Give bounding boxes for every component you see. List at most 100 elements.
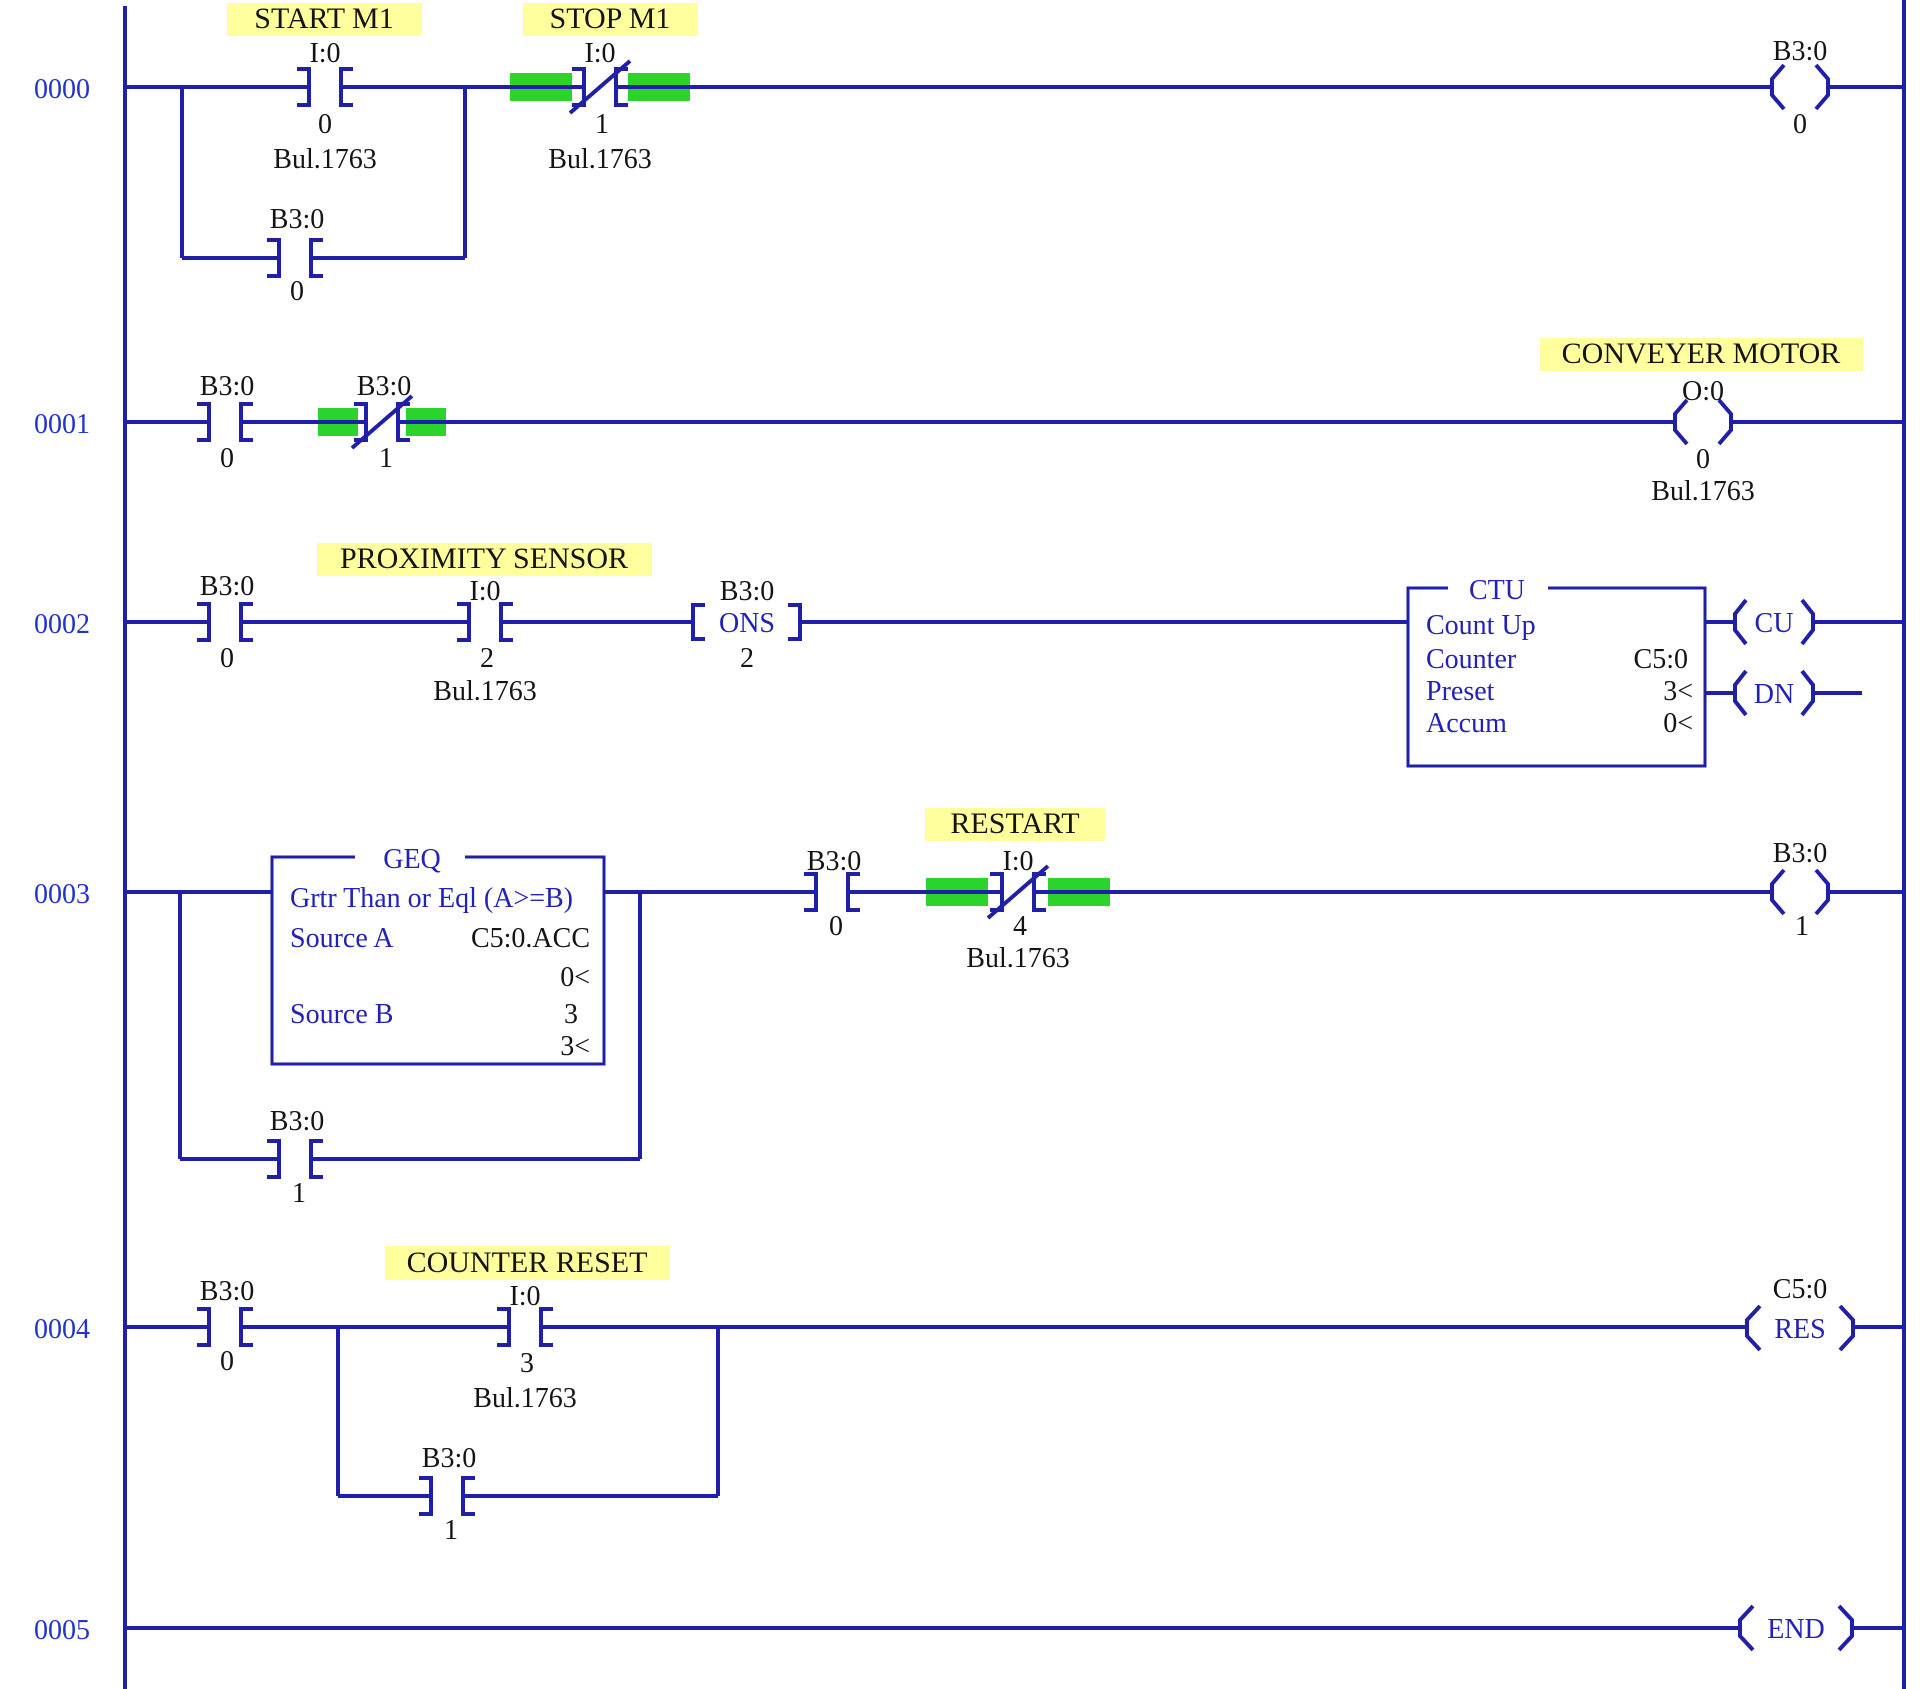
no-contact-start-m1[interactable]: START M1 I:0 0 Bul.1763 xyxy=(227,2,422,175)
end-coil-symbol xyxy=(1738,1604,1854,1652)
coil-address: O:0 xyxy=(1682,376,1724,407)
comment-highlight xyxy=(227,3,422,36)
coil-symbol xyxy=(1770,63,1830,111)
nc-contact-stop-m1[interactable]: STOP M1 I:0 1 Bul.1763 xyxy=(523,2,698,175)
io-card-label: Bul.1763 xyxy=(548,144,651,175)
contact-comment: STOP M1 xyxy=(550,2,671,35)
no-contact-seal-b3-0[interactable]: B3:0 0 xyxy=(267,204,324,307)
io-card-label: Bul.1763 xyxy=(966,943,1069,974)
io-card-label: Bul.1763 xyxy=(473,1383,576,1414)
title-background xyxy=(1448,577,1548,604)
rung-0003-branch-wire xyxy=(178,892,642,1161)
ons-instruction[interactable]: B3:0 ONS 2 xyxy=(691,576,802,674)
rung-number-0005[interactable]: 0005 xyxy=(34,1615,90,1646)
no-contact-branch-b3-1[interactable]: B3:0 1 xyxy=(419,1443,476,1546)
no-contact-symbol xyxy=(419,1476,475,1516)
res-coil-symbol xyxy=(1745,1304,1855,1352)
ctu-title: CTU xyxy=(1469,575,1525,606)
contact-comment: START M1 xyxy=(254,2,393,35)
nc-contact-restart[interactable]: RESTART I:0 4 Bul.1763 xyxy=(925,807,1105,974)
contact-bit: 0 xyxy=(290,276,304,307)
output-coil-b3-0[interactable]: B3:0 0 xyxy=(1770,36,1830,140)
no-contact-symbol xyxy=(267,238,323,278)
no-contact-b3-0[interactable]: B3:0 0 xyxy=(804,846,861,942)
contact-comment: RESTART xyxy=(950,807,1079,840)
comment-highlight xyxy=(385,1246,670,1280)
geq-source-a-value: C5:0.ACC xyxy=(471,923,590,954)
comment-highlight xyxy=(925,808,1105,841)
no-contact-counter-reset[interactable]: COUNTER RESET I:0 3 Bul.1763 xyxy=(385,1246,670,1414)
nc-contact-slash xyxy=(350,394,414,450)
no-contact-symbol xyxy=(497,1307,553,1347)
rung-number-0004[interactable]: 0004 xyxy=(34,1314,90,1345)
no-contact-b3-0[interactable]: B3:0 0 xyxy=(197,571,254,674)
contact-address: I:0 xyxy=(509,1281,540,1312)
geq-source-b-ref: 3< xyxy=(560,1031,590,1062)
coil-bit: 1 xyxy=(1795,911,1809,942)
contact-address: B3:0 xyxy=(200,1276,254,1307)
contact-address: I:0 xyxy=(1002,846,1033,877)
ctu-accum-label: Accum xyxy=(1426,708,1507,739)
output-coil-b3-1[interactable]: B3:0 1 xyxy=(1770,838,1830,942)
contact-bit: 1 xyxy=(379,443,393,474)
ons-address: B3:0 xyxy=(720,576,774,607)
no-contact-symbol xyxy=(197,402,253,442)
coil-bit: 0 xyxy=(1696,444,1710,475)
rung-number-0001[interactable]: 0001 xyxy=(34,409,90,440)
contact-comment: COUNTER RESET xyxy=(407,1246,648,1279)
ctu-instruction-box[interactable]: CTU Count Up Counter C5:0 Preset 3< Accu… xyxy=(1406,575,1815,768)
comment-highlight xyxy=(1540,338,1863,371)
contact-bit: 0 xyxy=(220,643,234,674)
coil-symbol xyxy=(1770,868,1830,916)
io-card-label: Bul.1763 xyxy=(273,144,376,175)
geq-source-b-label: Source B xyxy=(290,999,393,1030)
coil-comment: CONVEYER MOTOR xyxy=(1562,337,1841,370)
no-contact-symbol xyxy=(197,1307,253,1347)
geq-description: Grtr Than or Eql (A>=B) xyxy=(290,883,573,914)
ctu-counter-value: C5:0 xyxy=(1634,644,1688,675)
coil-address: B3:0 xyxy=(1773,838,1827,869)
rung-0002-wire xyxy=(125,620,1904,695)
coil-symbol xyxy=(1673,398,1733,446)
rung-number-0002[interactable]: 0002 xyxy=(34,609,90,640)
coil-bit: 0 xyxy=(1793,109,1807,140)
title-background xyxy=(355,846,465,873)
contact-address: I:0 xyxy=(584,38,615,69)
instruction-box-border xyxy=(1406,586,1707,768)
dn-label: DN xyxy=(1754,679,1794,710)
io-card-label: Bul.1763 xyxy=(433,676,536,707)
rung-number-0000[interactable]: 0000 xyxy=(34,74,90,105)
end-coil[interactable]: END xyxy=(1738,1604,1854,1652)
ctu-preset-label: Preset xyxy=(1426,676,1495,707)
contact-address: B3:0 xyxy=(270,1106,324,1137)
instruction-box-border xyxy=(270,855,606,1066)
res-coil-c5-0[interactable]: C5:0 RES xyxy=(1745,1274,1855,1352)
nc-contact-b3-1[interactable]: B3:0 1 xyxy=(350,371,414,474)
contact-address: B3:0 xyxy=(200,371,254,402)
geq-instruction-box[interactable]: GEQ Grtr Than or Eql (A>=B) Source A C5:… xyxy=(270,844,606,1066)
no-contact-branch-b3-1[interactable]: B3:0 1 xyxy=(267,1106,324,1209)
rung-0004-branch-wire xyxy=(336,1327,720,1498)
contact-address: I:0 xyxy=(309,38,340,69)
no-contact-symbol xyxy=(297,67,353,107)
no-contact-b3-0[interactable]: B3:0 0 xyxy=(197,371,254,474)
output-coil-conveyer-motor[interactable]: CONVEYER MOTOR O:0 0 Bul.1763 xyxy=(1540,337,1863,507)
contact-address: B3:0 xyxy=(807,846,861,877)
no-contact-b3-0[interactable]: B3:0 0 xyxy=(197,1276,254,1377)
nc-contact-slash xyxy=(568,59,632,115)
rung-number-0003[interactable]: 0003 xyxy=(34,879,90,910)
io-card-label: Bul.1763 xyxy=(1651,476,1754,507)
contact-bit: 0 xyxy=(220,1346,234,1377)
dn-coil-symbol xyxy=(1733,669,1815,717)
no-contact-proximity-sensor[interactable]: PROXIMITY SENSOR I:0 2 Bul.1763 xyxy=(317,542,652,707)
ctu-counter-label: Counter xyxy=(1426,644,1517,675)
ctu-accum-value: 0< xyxy=(1663,708,1693,739)
contact-address: B3:0 xyxy=(357,371,411,402)
no-contact-symbol xyxy=(197,602,253,642)
contact-bit: 1 xyxy=(292,1178,306,1209)
ons-mnemonic: ONS xyxy=(719,608,775,639)
contact-bit: 1 xyxy=(595,109,609,140)
ctu-preset-value: 3< xyxy=(1663,676,1693,707)
geq-source-a-ref: 0< xyxy=(560,962,590,993)
ons-bit: 2 xyxy=(740,643,754,674)
